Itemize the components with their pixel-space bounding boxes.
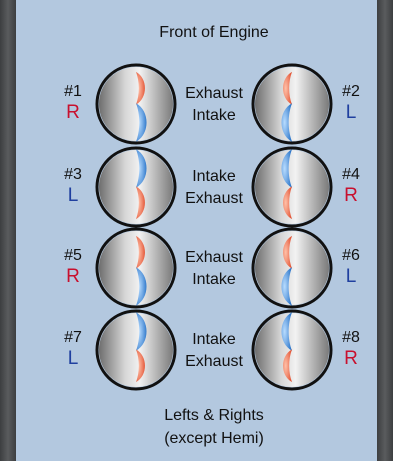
- cylinder-6: [251, 227, 333, 309]
- cylinder-bore: [99, 150, 173, 224]
- cylinder-side-label: L: [68, 348, 79, 369]
- intake-port-icon: [136, 312, 147, 351]
- cylinder-number-label: #6: [342, 247, 360, 264]
- exhaust-port-icon: [136, 186, 145, 220]
- port-label-bottom: Intake: [192, 107, 236, 124]
- diagram-panel: [16, 0, 377, 461]
- exhaust-port-icon: [136, 71, 145, 105]
- port-label-top: Intake: [192, 331, 236, 348]
- port-label-bottom: Exhaust: [185, 353, 243, 370]
- cylinder-ring: [251, 63, 333, 145]
- cylinder-side-label: L: [346, 102, 357, 123]
- intake-port-icon: [281, 149, 292, 188]
- cylinder-bore: [99, 313, 173, 387]
- cylinder-side-label: R: [344, 185, 358, 206]
- cylinder-5: [95, 227, 177, 309]
- intake-port-icon: [281, 312, 292, 351]
- cylinder-ring: [95, 227, 177, 309]
- cylinder-side-label: R: [66, 266, 80, 287]
- port-label-top: Intake: [192, 168, 236, 185]
- cylinder-number-label: #1: [64, 83, 82, 100]
- cylinder-side-label: L: [346, 266, 357, 287]
- cylinder-side-label: L: [68, 185, 79, 206]
- exhaust-port-icon: [283, 186, 292, 220]
- intake-port-icon: [136, 103, 147, 142]
- cylinder-bore: [255, 313, 329, 387]
- cylinder-bore: [99, 231, 173, 305]
- cylinder-ring: [95, 63, 177, 145]
- cylinder-number-label: #8: [342, 329, 360, 346]
- exhaust-port-icon: [283, 71, 292, 105]
- port-label-bottom: Intake: [192, 271, 236, 288]
- exhaust-port-icon: [283, 235, 292, 269]
- cylinder-2: [251, 63, 333, 145]
- cylinder-1: [95, 63, 177, 145]
- cylinder-7: [95, 309, 177, 391]
- diagram-title: Front of Engine: [159, 24, 269, 41]
- exhaust-port-icon: [283, 349, 292, 383]
- cylinder-ring: [251, 227, 333, 309]
- cylinder-bore: [99, 67, 173, 141]
- cylinder-bore: [255, 150, 329, 224]
- port-label-bottom: Exhaust: [185, 190, 243, 207]
- intake-port-icon: [136, 149, 147, 188]
- cylinder-ring: [251, 309, 333, 391]
- cylinder-number-label: #3: [64, 166, 82, 183]
- port-label-top: Exhaust: [185, 249, 243, 266]
- cylinder-8: [251, 309, 333, 391]
- cylinder-number-label: #5: [64, 247, 82, 264]
- cylinder-number-label: #2: [342, 83, 360, 100]
- intake-port-icon: [136, 267, 147, 306]
- cylinder-bore: [255, 231, 329, 305]
- cylinder-3: [95, 146, 177, 228]
- intake-port-icon: [281, 103, 292, 142]
- exhaust-port-icon: [136, 235, 145, 269]
- port-label-top: Exhaust: [185, 85, 243, 102]
- cylinder-side-label: R: [344, 348, 358, 369]
- right-frame: [377, 0, 393, 461]
- cylinder-side-label: R: [66, 102, 80, 123]
- footer-line-1: Lefts & Rights: [164, 407, 264, 424]
- cylinder-number-label: #7: [64, 329, 82, 346]
- intake-port-icon: [281, 267, 292, 306]
- left-frame: [0, 0, 16, 461]
- cylinder-bore: [255, 67, 329, 141]
- cylinder-ring: [95, 309, 177, 391]
- cylinder-ring: [251, 146, 333, 228]
- cylinder-ring: [95, 146, 177, 228]
- exhaust-port-icon: [136, 349, 145, 383]
- cylinder-number-label: #4: [342, 166, 360, 183]
- cylinder-4: [251, 146, 333, 228]
- footer-line-2: (except Hemi): [164, 430, 264, 447]
